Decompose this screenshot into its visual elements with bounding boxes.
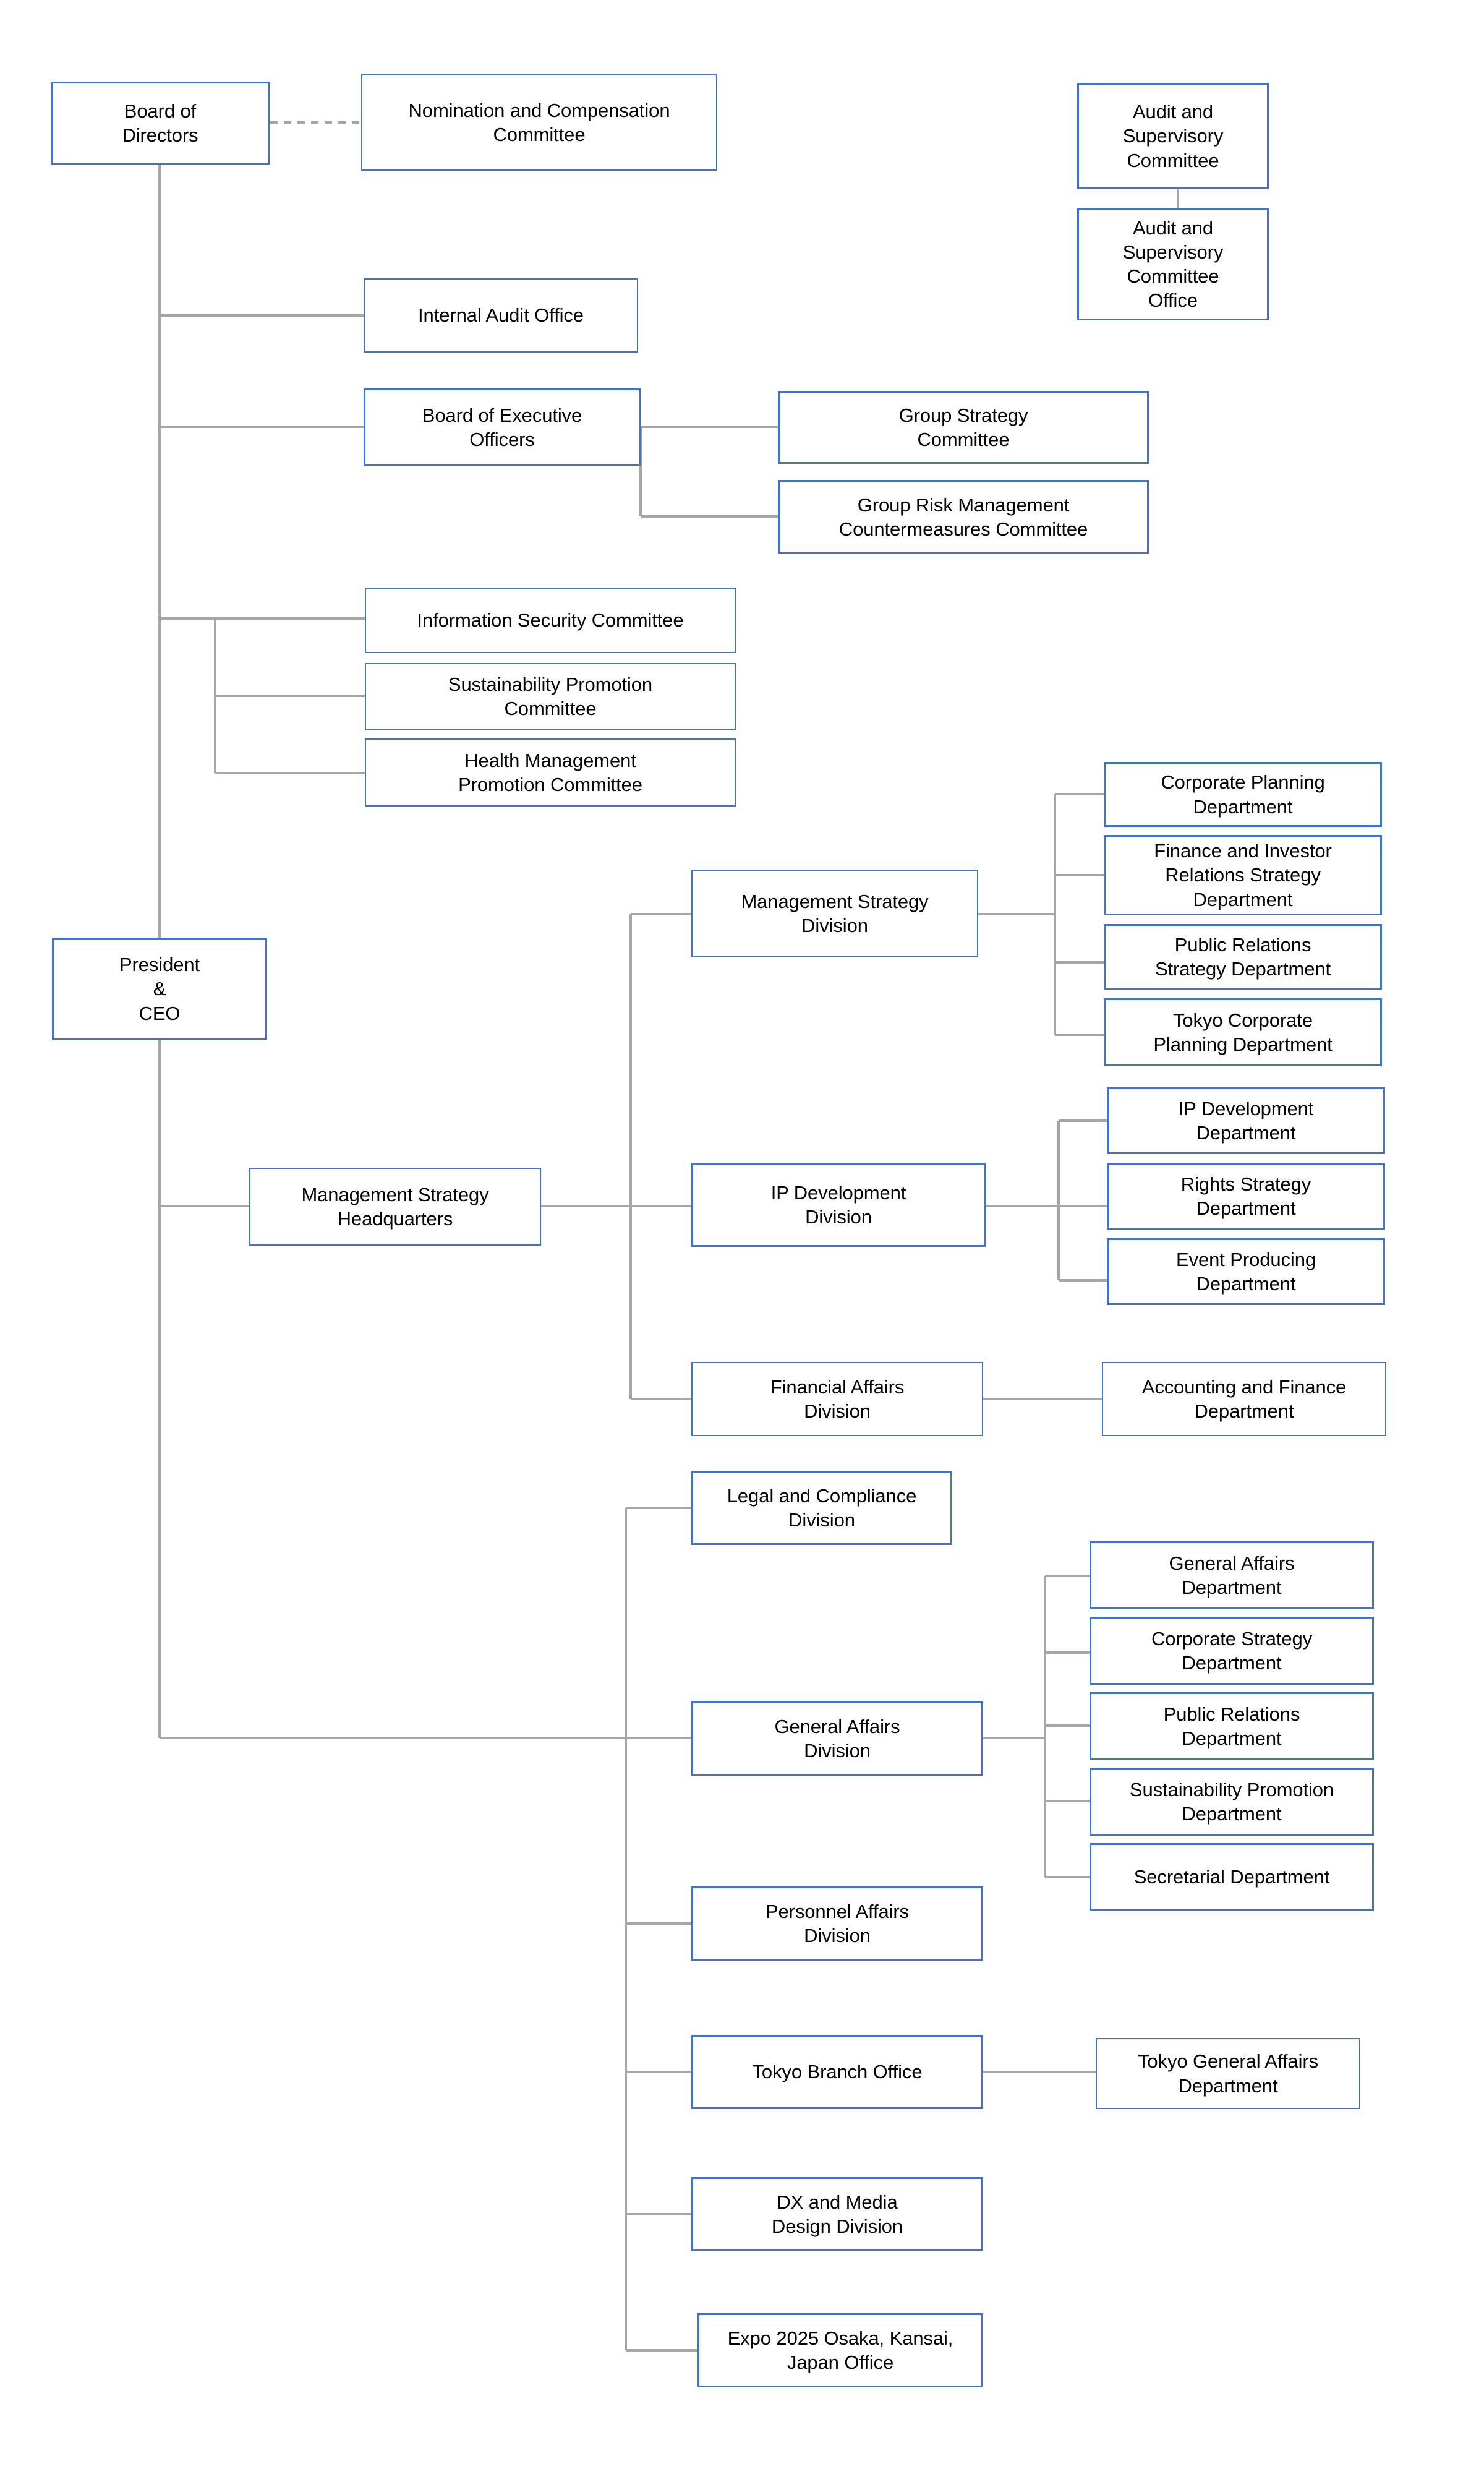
node-public-relations-strategy-department[interactable]: Public Relations Strategy Department: [1104, 924, 1382, 990]
node-sustainability-promotion-committee[interactable]: Sustainability Promotion Committee: [365, 663, 736, 730]
node-nomination-and-compensation-committee[interactable]: Nomination and Compensation Committee: [361, 74, 717, 171]
node-board-of-executive-officers[interactable]: Board of Executive Officers: [364, 388, 641, 466]
node-financial-affairs-division[interactable]: Financial Affairs Division: [691, 1362, 983, 1436]
node-tokyo-corporate-planning-department[interactable]: Tokyo Corporate Planning Department: [1104, 998, 1382, 1066]
node-expo-2025-osaka-kansai-japan-office[interactable]: Expo 2025 Osaka, Kansai, Japan Office: [697, 2313, 983, 2387]
node-health-management-promotion-committee[interactable]: Health Management Promotion Committee: [365, 738, 736, 807]
node-group-strategy-committee[interactable]: Group Strategy Committee: [778, 391, 1149, 464]
node-audit-and-supervisory-committee-office[interactable]: Audit and Supervisory Committee Office: [1077, 208, 1269, 320]
node-internal-audit-office[interactable]: Internal Audit Office: [364, 278, 638, 353]
node-dx-and-media-design-division[interactable]: DX and Media Design Division: [691, 2177, 983, 2251]
node-legal-and-compliance-division[interactable]: Legal and Compliance Division: [691, 1471, 952, 1545]
node-finance-and-investor-relations-strategy-department[interactable]: Finance and Investor Relations Strategy …: [1104, 835, 1382, 915]
node-audit-and-supervisory-committee[interactable]: Audit and Supervisory Committee: [1077, 83, 1269, 189]
node-corporate-planning-department[interactable]: Corporate Planning Department: [1104, 762, 1382, 827]
node-president-and-ceo[interactable]: President & CEO: [52, 938, 267, 1040]
node-management-strategy-division[interactable]: Management Strategy Division: [691, 870, 978, 957]
node-group-risk-management-countermeasures-committee[interactable]: Group Risk Management Countermeasures Co…: [778, 480, 1149, 554]
node-ip-development-department[interactable]: IP Development Department: [1107, 1087, 1385, 1154]
node-board-of-directors[interactable]: Board of Directors: [51, 82, 270, 165]
node-general-affairs-division[interactable]: General Affairs Division: [691, 1701, 983, 1776]
node-ip-development-division[interactable]: IP Development Division: [691, 1163, 986, 1247]
node-tokyo-general-affairs-department[interactable]: Tokyo General Affairs Department: [1096, 2038, 1360, 2109]
node-event-producing-department[interactable]: Event Producing Department: [1107, 1238, 1385, 1305]
node-secretarial-department[interactable]: Secretarial Department: [1090, 1843, 1374, 1911]
node-public-relations-department[interactable]: Public Relations Department: [1090, 1692, 1374, 1760]
node-corporate-strategy-department[interactable]: Corporate Strategy Department: [1090, 1617, 1374, 1685]
node-management-strategy-headquarters[interactable]: Management Strategy Headquarters: [249, 1168, 541, 1246]
node-general-affairs-department[interactable]: General Affairs Department: [1090, 1541, 1374, 1609]
node-tokyo-branch-office[interactable]: Tokyo Branch Office: [691, 2035, 983, 2109]
node-accounting-and-finance-department[interactable]: Accounting and Finance Department: [1102, 1362, 1386, 1436]
node-rights-strategy-department[interactable]: Rights Strategy Department: [1107, 1163, 1385, 1230]
node-information-security-committee[interactable]: Information Security Committee: [365, 588, 736, 653]
node-sustainability-promotion-department[interactable]: Sustainability Promotion Department: [1090, 1768, 1374, 1836]
node-personnel-affairs-division[interactable]: Personnel Affairs Division: [691, 1886, 983, 1961]
